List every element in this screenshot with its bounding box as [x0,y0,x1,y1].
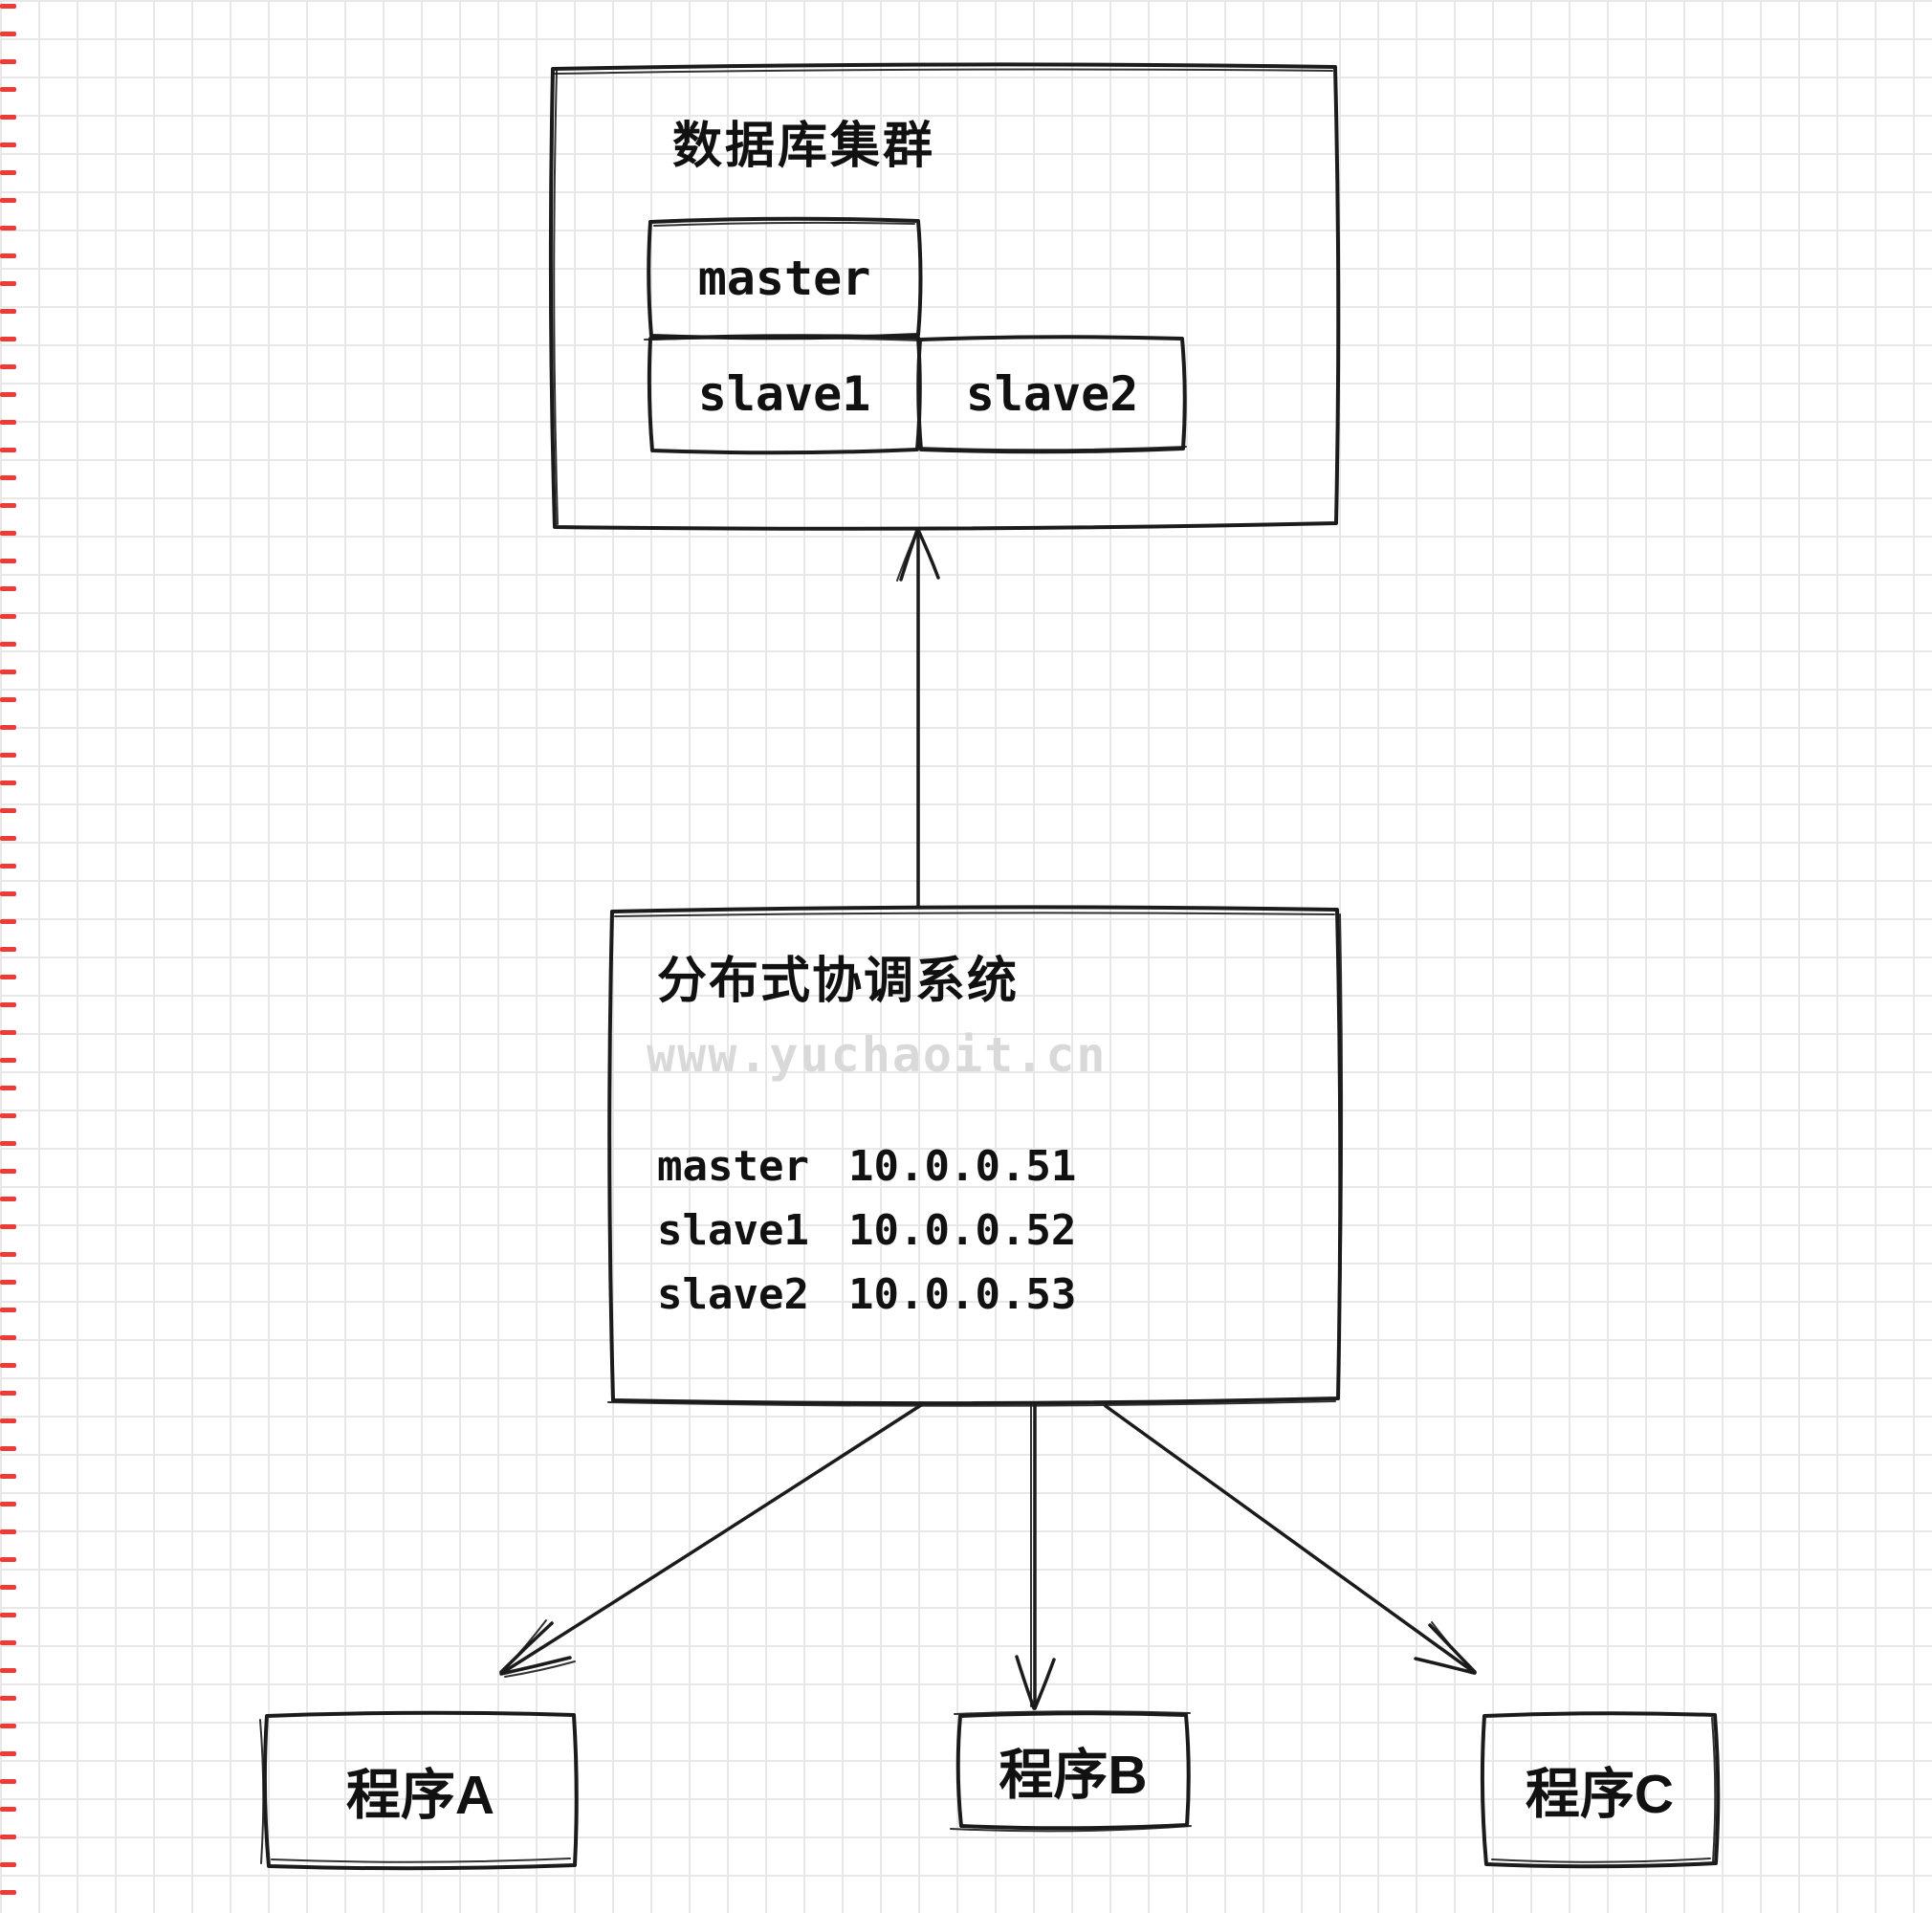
edge-tick [0,1668,16,1673]
edge-tick [0,781,16,785]
edge-tick [0,1418,16,1423]
edge-tick [0,725,16,730]
arrow-coordinator-to-db-cluster [896,528,940,909]
edge-tick [0,1529,16,1534]
edge-tick [0,753,16,758]
edge-tick [0,1224,16,1229]
edge-tick [0,32,16,36]
edge-tick [0,1252,16,1257]
edge-tick [0,503,16,508]
edge-tick [0,337,16,341]
edge-tick [0,1862,16,1867]
host-name: master [657,1142,809,1191]
watermark-text: www.yuchaoit.cn [647,1027,1108,1083]
host-row-master: master 10.0.0.51 [657,1134,1076,1198]
edge-tick [0,642,16,647]
edge-tick [0,1474,16,1479]
host-ip: 10.0.0.51 [848,1142,1077,1191]
edge-tick [0,309,16,314]
edge-tick [0,1640,16,1645]
edge-tick [0,1113,16,1118]
edge-tick [0,420,16,425]
edge-tick [0,115,16,120]
edge-tick [0,1058,16,1063]
edge-tick [0,1141,16,1146]
edge-tick [0,559,16,563]
edge-tick [0,1696,16,1701]
edge-tick [0,670,16,674]
edge-tick [0,808,16,813]
edge-tick [0,1502,16,1506]
edge-tick [0,864,16,869]
edge-tick [0,1446,16,1451]
edge-tick [0,919,16,924]
edge-tick [0,4,16,9]
host-ip: 10.0.0.53 [848,1270,1077,1319]
edge-tick [0,1280,16,1285]
edge-tick [0,1335,16,1340]
edge-tick [0,87,16,92]
edge-tick [0,1197,16,1201]
edge-tick [0,697,16,702]
edge-tick [0,1751,16,1756]
host-row-slave1: slave1 10.0.0.52 [657,1198,1076,1263]
edge-tick [0,198,16,203]
arrow-coordinator-to-program-a [499,1403,923,1678]
edge-tick [0,1002,16,1007]
edge-tick [0,1391,16,1396]
db-cluster-title: 数据库集群 [672,119,936,174]
edge-tick [0,614,16,619]
edge-tick [0,1890,16,1895]
slave2-node-label: slave2 [965,366,1139,422]
edge-tick [0,531,16,536]
host-row-slave2: slave2 10.0.0.53 [657,1263,1076,1327]
edge-tick [0,1585,16,1590]
edge-tick [0,170,16,175]
edge-tick [0,1835,16,1839]
edge-tick [0,226,16,231]
edge-tick [0,1363,16,1368]
edge-tick [0,1807,16,1812]
edge-tick [0,475,16,480]
arrow-coordinator-to-program-b [1015,1403,1056,1710]
edge-tick [0,1169,16,1174]
host-name: slave1 [657,1206,809,1255]
edge-tick [0,1557,16,1562]
program-a-label: 程序A [345,1765,495,1826]
host-name: slave2 [657,1270,809,1319]
edge-tick [0,1779,16,1784]
edge-tick [0,1086,16,1090]
edge-tick [0,143,16,147]
edge-tick [0,836,16,841]
edge-tick [0,1308,16,1312]
edge-tick [0,891,16,896]
edge-tick [0,975,16,979]
program-b-label: 程序B [999,1745,1148,1806]
edge-tick [0,281,16,286]
edge-tick [0,1724,16,1728]
coordinator-title: 分布式协调系统 [657,954,1020,1009]
program-c-label: 程序C [1525,1764,1675,1825]
arrow-coordinator-to-program-c [1104,1404,1477,1675]
master-node-label: master [697,251,871,306]
edge-tick [0,947,16,952]
edge-tick [0,364,16,369]
edge-tick [0,253,16,258]
edge-tick [0,586,16,591]
edge-tick [0,1030,16,1035]
edge-tick [0,448,16,452]
edge-tick [0,1613,16,1617]
edge-tick [0,59,16,64]
edge-tick [0,392,16,397]
coordinator-host-list: master 10.0.0.51 slave1 10.0.0.52 slave2… [657,1134,1076,1327]
slave1-node-label: slave1 [697,366,871,422]
host-ip: 10.0.0.52 [848,1206,1077,1255]
